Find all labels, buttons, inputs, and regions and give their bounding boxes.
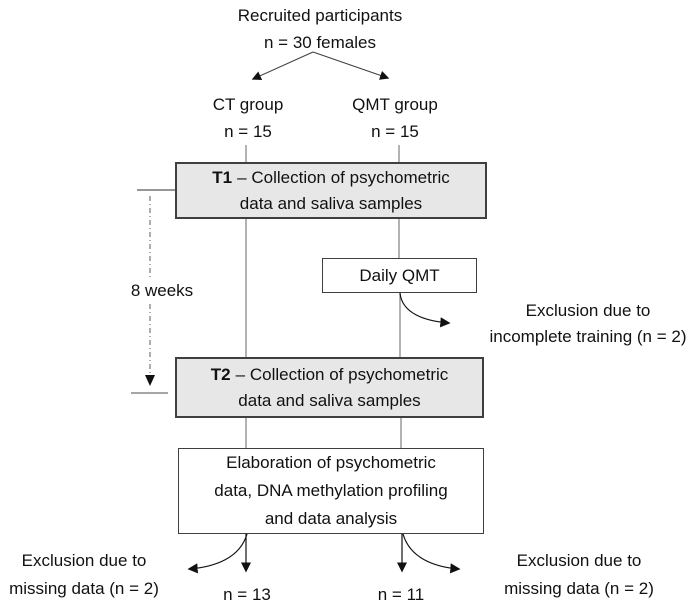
t2-line2: data and saliva samples [238,390,421,410]
exclusion-training-curve [399,292,451,328]
duration-label: 8 weeks [121,277,203,304]
exclusion-training-label: Exclusion due to incomplete training (n … [474,298,700,350]
split-arrow-right [312,51,390,80]
t2-box: T2– Collection of psychometric data and … [175,357,484,418]
exclusion-missing-right-line2: missing data (n = 2) [504,579,654,598]
elaboration-line3: and data analysis [264,509,398,528]
t2-line1: T2– Collection of psychometric [210,364,449,384]
exclusion-training-line2: incomplete training (n = 2) [489,327,687,346]
qmt-group-name: QMT group [352,95,438,114]
daily-qmt-box: Daily QMT [322,258,477,293]
exclusion-training-line1: Exclusion due to [525,301,651,320]
t2-bold: T2 [210,364,231,384]
recruited-label: Recruited participants n = 30 females [165,2,475,56]
ct-group-label: CT group n = 15 [196,91,300,145]
exclusion-missing-right-curve [402,533,461,574]
final-qmt-count: n = 11 [377,585,425,604]
t1-box: T1– Collection of psychometric data and … [175,162,487,219]
elaboration-line1: Elaboration of psychometric [226,453,436,472]
elaboration-box: Elaboration of psychometric data, DNA me… [178,448,484,534]
recruited-line1: Recruited participants [237,6,403,25]
exclusion-missing-right-label: Exclusion due to missing data (n = 2) [481,547,677,603]
exclusion-missing-left-curve [187,533,248,574]
elaboration-line2: data, DNA methylation profiling [214,481,448,500]
exclusion-missing-left-label: Exclusion due to missing data (n = 2) [0,547,168,603]
exclusion-missing-left-line1: Exclusion due to [21,551,147,570]
exclusion-missing-left-line2: missing data (n = 2) [9,579,159,598]
qmt-group-label: QMT group n = 15 [343,91,447,145]
qmt-group-n: n = 15 [371,122,419,141]
duration-arrowhead [145,375,155,386]
daily-qmt-label: Daily QMT [359,265,440,285]
ct-group-name: CT group [212,95,284,114]
t1-bold: T1 [212,167,233,187]
ct-group-n: n = 15 [224,122,272,141]
exclusion-missing-right-line1: Exclusion due to [516,551,642,570]
split-arrow-left [251,51,314,81]
final-ct-count: n = 13 [223,585,271,604]
recruited-line2: n = 30 females [264,33,376,52]
t1-line1: T1– Collection of psychometric [212,167,450,187]
t1-line2: data and saliva samples [239,193,423,213]
